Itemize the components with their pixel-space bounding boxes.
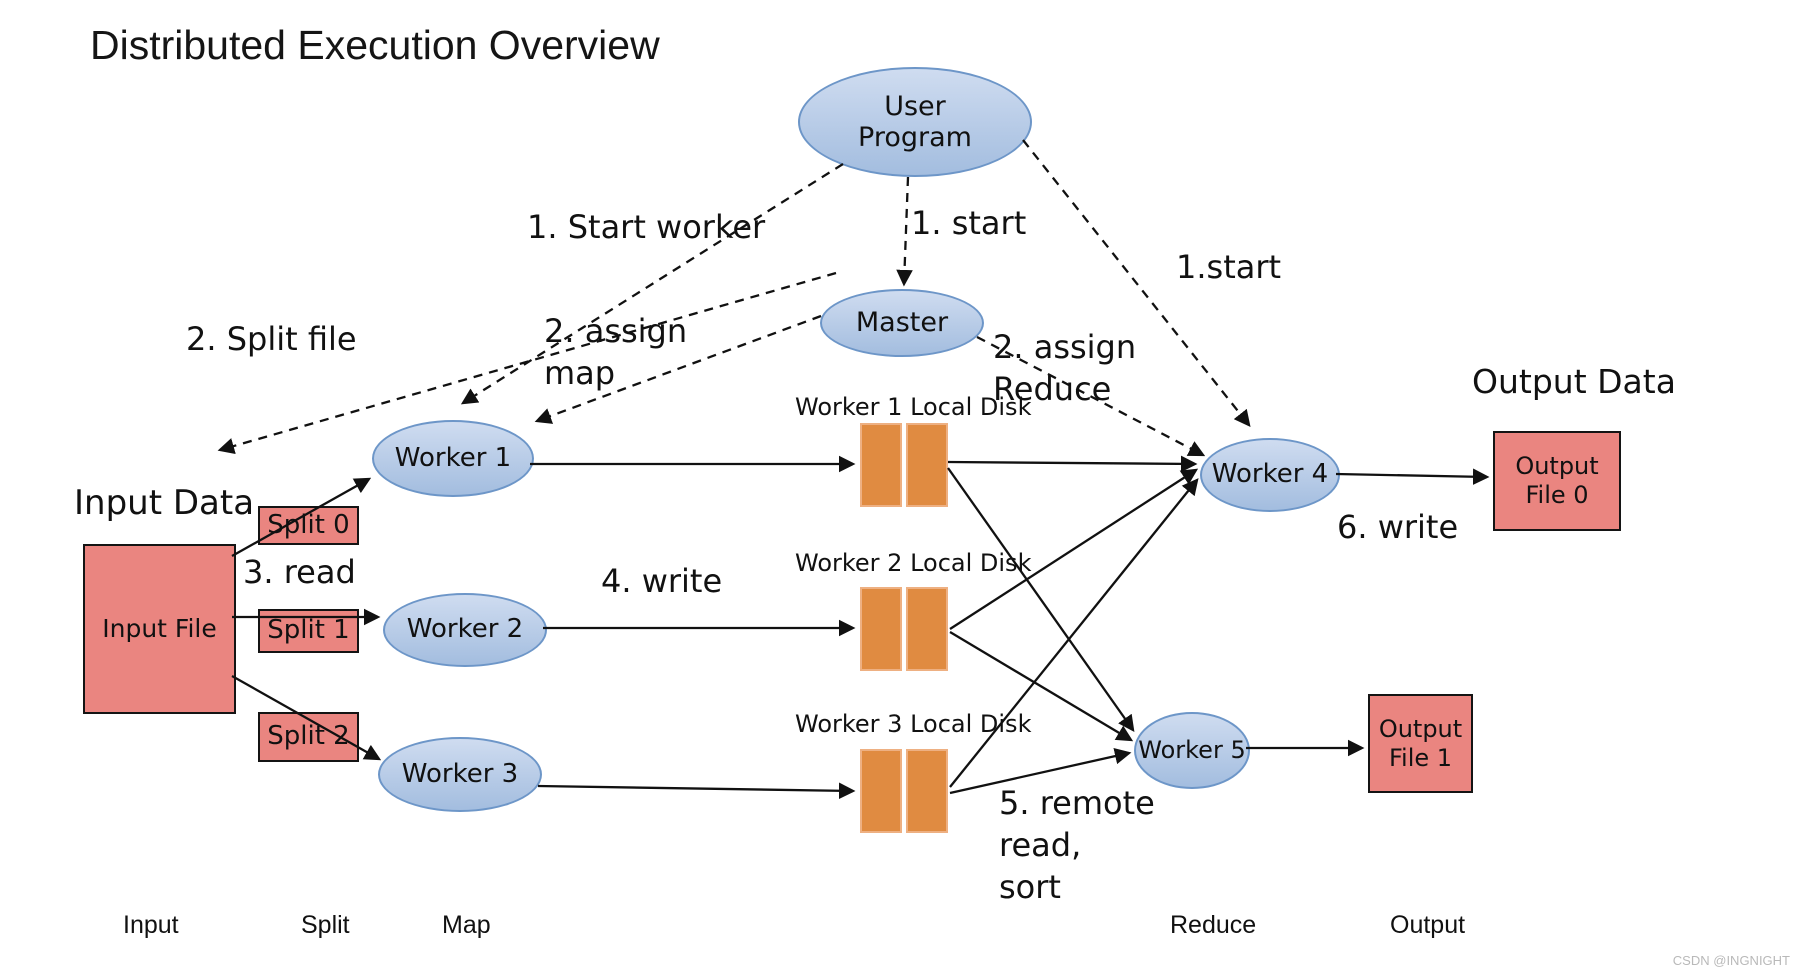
input-file-box: Input File [83, 544, 236, 714]
node-user-program: User Program [798, 67, 1032, 177]
split-0-box: Split 0 [258, 506, 359, 545]
worker-3-disk-bar-left [860, 749, 902, 833]
arrow-write-worker3-disk [537, 782, 856, 800]
step-2-split-file: 2. Split file [186, 320, 357, 358]
arrow-disk1-worker5 [947, 467, 1135, 733]
worker-2-local-disk-label: Worker 2 Local Disk [795, 549, 1032, 577]
step-1-start: 1. start [911, 204, 1027, 242]
step-1-start-worker: 1. Start worker [527, 208, 766, 246]
step-2-assign-reduce: 2. assign Reduce [993, 328, 1137, 409]
arrow-disk1-worker4 [947, 455, 1198, 473]
step-1-start-reduce: 1.start [1176, 248, 1282, 286]
worker-3-local-disk-label: Worker 3 Local Disk [795, 710, 1032, 738]
node-worker-5: Worker 5 [1134, 712, 1250, 789]
phase-output: Output [1390, 911, 1466, 939]
split-1-box: Split 1 [258, 609, 359, 653]
step-5-remote-read-sort: 5. remote read, sort [999, 784, 1155, 907]
output-data-heading: Output Data [1472, 362, 1676, 401]
page-title: Distributed Execution Overview [90, 22, 660, 68]
phase-reduce: Reduce [1170, 911, 1257, 939]
worker-2-disk-bar-right [906, 587, 948, 671]
arrow-start-master [896, 176, 913, 287]
step-2-assign-map: 2. assign map [544, 312, 688, 393]
arrow-worker4-output0 [1335, 468, 1490, 485]
step-4-write: 4. write [601, 562, 723, 600]
node-worker-3: Worker 3 [378, 737, 542, 812]
split-2-box: Split 2 [258, 712, 359, 762]
worker-1-disk-bar-left [860, 423, 902, 507]
node-worker-4: Worker 4 [1200, 438, 1340, 512]
output-file-1-box: Output File 1 [1368, 694, 1473, 793]
node-master: Master [820, 289, 984, 357]
step-3-read: 3. read [243, 553, 356, 591]
input-data-heading: Input Data [74, 483, 255, 523]
output-file-0-box: Output File 0 [1493, 431, 1621, 531]
step-6-write: 6. write [1337, 508, 1459, 546]
node-worker-1: Worker 1 [372, 420, 534, 497]
worker-2-disk-bar-left [860, 587, 902, 671]
worker-1-disk-bar-right [906, 423, 948, 507]
node-worker-2: Worker 2 [383, 593, 547, 667]
arrow-split-file [217, 271, 837, 455]
phase-map: Map [442, 911, 491, 939]
phase-input: Input [123, 911, 179, 939]
watermark: CSDN @INGNIGHT [1672, 953, 1790, 968]
worker-3-disk-bar-right [906, 749, 948, 833]
phase-split: Split [301, 911, 350, 939]
